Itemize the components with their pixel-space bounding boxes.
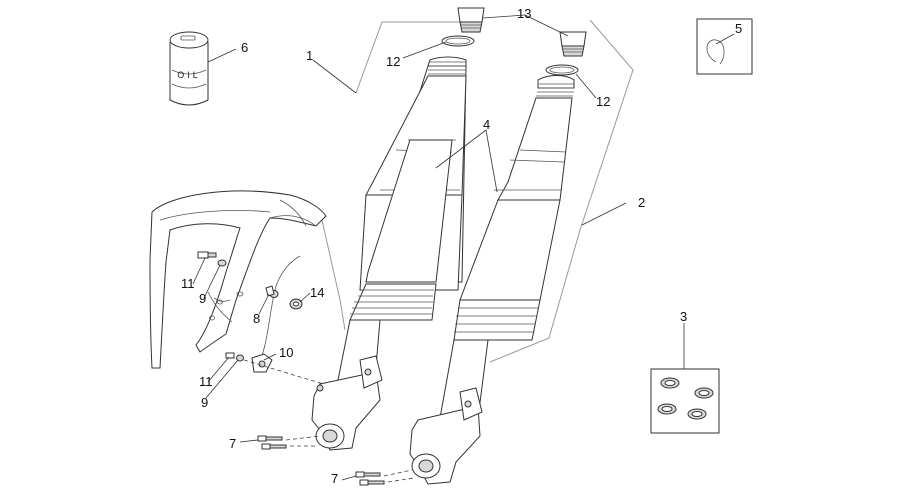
fork-cap-left[interactable] — [457, 7, 485, 33]
assembly-1-outline — [355, 21, 478, 94]
callout-7-right: 7 — [331, 471, 338, 486]
oil-can[interactable]: OIL — [169, 31, 209, 106]
fork-right[interactable] — [409, 75, 575, 485]
callout-14: 14 — [310, 285, 324, 300]
callout-8: 8 — [253, 311, 260, 326]
fork-left[interactable] — [311, 56, 467, 451]
circlip-icon — [706, 39, 725, 65]
oring-left[interactable] — [441, 35, 475, 47]
oring-right[interactable] — [545, 64, 579, 76]
callout-11-upper: 11 — [181, 276, 195, 291]
callout-9-upper: 9 — [199, 291, 206, 306]
seal-ring-icon — [657, 377, 714, 420]
callout-13: 13 — [517, 6, 531, 21]
seal-kit-box[interactable] — [650, 368, 720, 434]
fork-cap-right[interactable] — [559, 31, 587, 57]
assembly-1-outline-lower — [321, 219, 346, 331]
screws-left-dash — [285, 435, 321, 441]
screws-right-dash — [383, 469, 413, 477]
front-mudguard[interactable] — [149, 190, 327, 369]
leader-lines — [192, 14, 735, 481]
screw-upper[interactable] — [197, 251, 227, 267]
callout-10: 10 — [279, 345, 293, 360]
grommet[interactable] — [269, 290, 303, 310]
callout-6: 6 — [241, 40, 248, 55]
brake-hose — [257, 255, 301, 365]
clamp[interactable] — [225, 352, 273, 373]
oil-can-text: OIL — [177, 70, 201, 80]
hose-clip[interactable] — [265, 285, 275, 297]
callout-12-left: 12 — [386, 54, 400, 69]
circlip-box[interactable] — [696, 18, 753, 75]
callout-5: 5 — [735, 21, 742, 36]
callout-4: 4 — [483, 117, 490, 132]
callout-3: 3 — [680, 309, 687, 324]
callout-9-lower: 9 — [201, 395, 208, 410]
callout-12-right: 12 — [596, 94, 610, 109]
callout-2: 2 — [638, 195, 645, 210]
screws-left[interactable] — [257, 435, 287, 450]
clamp-leader-dash — [243, 359, 331, 387]
callout-11-lower: 11 — [199, 374, 213, 389]
callout-1: 1 — [306, 48, 313, 63]
screws-right[interactable] — [355, 471, 385, 486]
assembly-2-outline — [489, 19, 634, 363]
callout-7-left: 7 — [229, 436, 236, 451]
